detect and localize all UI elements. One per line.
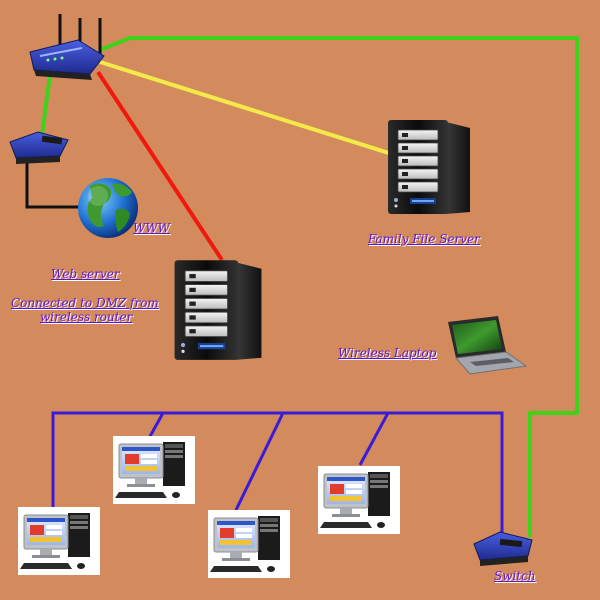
desktop-computer-icon[interactable]: [318, 466, 400, 534]
www-label[interactable]: WWW: [133, 221, 171, 235]
web-server-label[interactable]: Web server: [51, 267, 120, 281]
globe-icon[interactable]: [78, 178, 138, 238]
cable-lines: [25, 36, 579, 537]
green-cable: [99, 36, 579, 537]
wireless-router-icon[interactable]: [29, 14, 105, 80]
file-server-icon[interactable]: [387, 119, 471, 215]
black-cable: [25, 160, 85, 209]
web-server-icon[interactable]: [174, 259, 262, 361]
dmz-label-line1[interactable]: Connected to DMZ from: [11, 296, 159, 310]
desktop-computer-icon[interactable]: [113, 436, 195, 504]
yellow-cable: [99, 60, 396, 157]
desktop-computer-icon[interactable]: [18, 507, 100, 575]
dmz-label-line2[interactable]: wireless router: [40, 310, 133, 324]
desktop-computer-icon[interactable]: [208, 510, 290, 578]
red-cable: [96, 70, 224, 262]
family-file-server-label[interactable]: Family File Server: [368, 232, 480, 246]
laptop-icon[interactable]: [448, 316, 528, 375]
network-switch-icon[interactable]: [473, 531, 533, 566]
modem-icon[interactable]: [9, 131, 69, 164]
green-cable-modem: [40, 74, 52, 136]
wireless-laptop-label[interactable]: Wireless Laptop: [338, 346, 437, 360]
switch-label[interactable]: Switch: [494, 569, 536, 583]
lan-cables: [51, 411, 504, 535]
